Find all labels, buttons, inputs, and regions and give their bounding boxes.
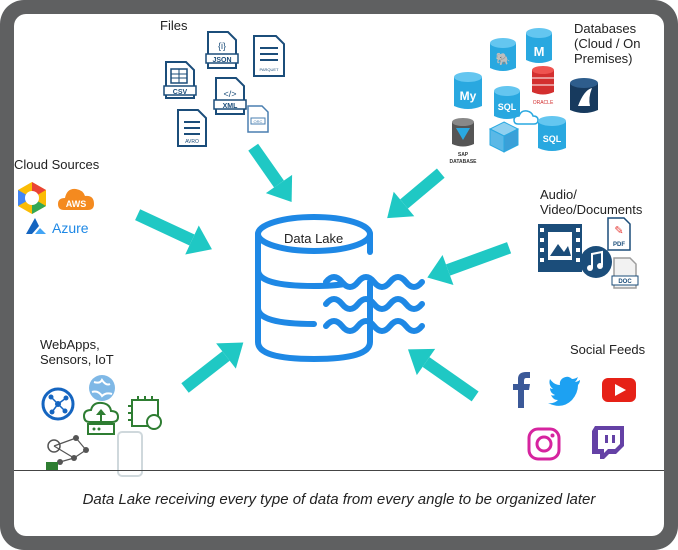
- pdf-file-icon: ✎ PDF: [607, 217, 631, 251]
- arrow-files: [248, 143, 293, 203]
- aws-text: AWS: [66, 199, 87, 209]
- iot-icons: [41, 375, 162, 477]
- databases-label-line1: Databases: [574, 21, 637, 36]
- sql-text-1: SQL: [498, 102, 517, 112]
- cloud-upload-icon: [82, 401, 120, 435]
- svg-text:{i}: {i}: [218, 41, 226, 51]
- svg-text:✎: ✎: [614, 225, 623, 237]
- sap-database-icon: SAP DATABASE: [449, 118, 477, 165]
- mysql-icon: My: [454, 72, 482, 109]
- twitch-icon: [592, 426, 624, 459]
- cloud-small-icon: [513, 110, 539, 125]
- csv-text: CSV: [173, 89, 188, 96]
- svg-text:SAP: SAP: [458, 152, 469, 158]
- xml-text: XML: [223, 103, 239, 110]
- instagram-icon: [527, 427, 561, 461]
- audio-label-line2: Video/Documents: [540, 202, 643, 217]
- doc-file-icon: DOC: [611, 257, 639, 289]
- film-image-icon: [538, 224, 582, 272]
- csv-file-icon: CSV: [163, 61, 197, 99]
- arrows: [135, 143, 512, 402]
- sql-db-icon-2: SQL: [538, 116, 566, 151]
- avro-text: AVRO: [185, 139, 199, 145]
- parquet-text: PARQUET: [259, 67, 279, 72]
- file-icons: {i} JSON PARQUET CSV: [163, 31, 285, 147]
- caption-divider: [14, 470, 664, 471]
- diagram-canvas: {i} JSON PARQUET CSV: [14, 14, 664, 536]
- json-file-icon: {i} JSON: [205, 31, 239, 69]
- postgres-db-icon: 🐘: [490, 38, 516, 71]
- mariadb-icon: M: [526, 28, 552, 63]
- svg-text:</>: </>: [223, 89, 236, 99]
- oracle-text: ORACLE: [533, 100, 554, 106]
- waves-icon: [323, 274, 425, 334]
- oracle-icon: ORACLE: [532, 66, 554, 106]
- xml-file-icon: </> XML: [213, 77, 247, 115]
- network-hub-icon: [41, 387, 75, 421]
- m-text: M: [534, 44, 545, 59]
- orc-file-icon: ORC: [247, 105, 269, 133]
- aws-icon: AWS: [58, 188, 94, 210]
- databases-label-line2: (Cloud / On: [574, 36, 641, 51]
- webapps-label-line1: WebApps,: [40, 337, 100, 352]
- social-feeds-label: Social Feeds: [570, 342, 646, 357]
- phone-icon: [117, 431, 143, 477]
- caption: Data Lake receiving every type of data f…: [82, 491, 596, 508]
- cloud-sources-label: Cloud Sources: [14, 157, 100, 172]
- chip-icon: [128, 396, 162, 430]
- pdf-text: PDF: [613, 242, 625, 248]
- google-cloud-icon: [18, 182, 46, 214]
- sql-db-icon-1: SQL: [494, 86, 520, 119]
- svg-text:DATABASE: DATABASE: [449, 159, 477, 165]
- arrow-cloud: [135, 209, 212, 255]
- arrow-social: [407, 348, 479, 402]
- facebook-icon: [513, 372, 530, 408]
- data-lake-icon: [255, 214, 373, 363]
- youtube-icon: [602, 378, 636, 402]
- files-label: Files: [160, 18, 188, 33]
- azure-icon: Azure: [26, 218, 89, 236]
- databases-label-line3: Premises): [574, 51, 633, 66]
- media-icons: ✎ PDF DOC: [538, 217, 639, 289]
- social-icons: [513, 372, 636, 461]
- sensor-network-icon: [46, 435, 89, 470]
- parquet-file-icon: PARQUET: [253, 35, 285, 77]
- twitter-icon: [548, 376, 580, 406]
- mssql-icon: [570, 78, 598, 113]
- avro-file-icon: AVRO: [177, 109, 207, 147]
- globe-icon: [89, 375, 115, 401]
- svg-text:🐘: 🐘: [496, 52, 511, 66]
- data-lake-label: Data Lake: [284, 231, 344, 246]
- music-note-icon: [580, 246, 612, 278]
- my-text: My: [460, 89, 477, 103]
- webapps-label-line2: Sensors, IoT: [40, 352, 114, 367]
- sql-text-2: SQL: [543, 134, 562, 144]
- orc-text: ORC: [254, 119, 263, 124]
- arrow-audio: [427, 242, 512, 286]
- audio-label-line1: Audio/: [540, 187, 577, 202]
- arrow-databases: [387, 168, 445, 219]
- arrow-webapps: [181, 342, 244, 393]
- cube-grid-icon: [488, 121, 520, 153]
- json-text: JSON: [212, 57, 231, 64]
- cloud-source-icons: AWS Azure: [18, 182, 94, 236]
- azure-text: Azure: [52, 220, 89, 236]
- database-icons: 🐘 M My SQL ORACLE: [449, 28, 598, 165]
- diagram-graphics: {i} JSON PARQUET CSV: [18, 28, 639, 477]
- doc-text: DOC: [618, 279, 632, 285]
